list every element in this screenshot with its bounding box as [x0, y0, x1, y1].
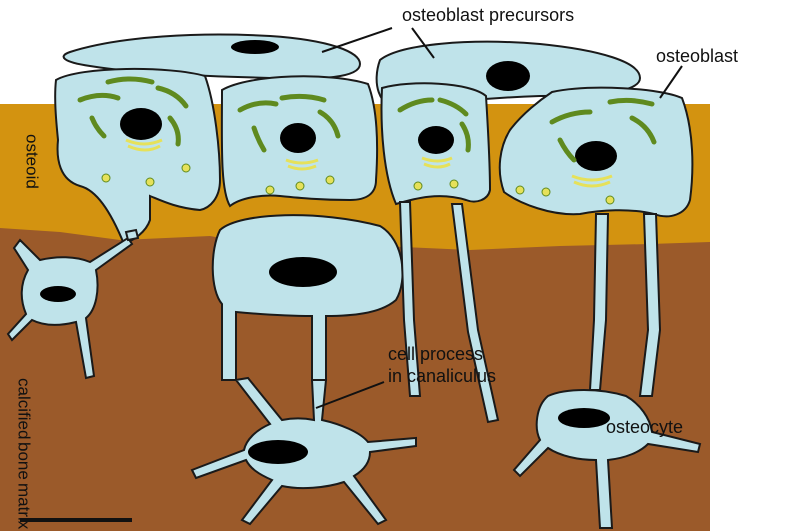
osteoblast-precursors-label: osteoblast precursors	[402, 6, 574, 26]
cell-process-line-1: cell process	[388, 344, 496, 366]
osteoid-label: osteoid	[22, 134, 41, 189]
left-osteocyte-nucleus	[40, 286, 76, 302]
embedded-osteocyte-nucleus	[269, 257, 337, 287]
osteoblast-nucleus-4	[575, 141, 617, 171]
bottom-osteocyte-nucleus	[248, 440, 308, 464]
cell-process-line-2: in canaliculus	[388, 366, 496, 388]
osteoblast-label: osteoblast	[656, 47, 738, 67]
calcified-bone-matrix-label: calcified bone matrix	[14, 378, 33, 530]
osteoblast-nucleus-2	[280, 123, 316, 153]
precursor-nucleus-2	[486, 61, 530, 91]
matrix-word: matrix	[14, 483, 33, 529]
scale-bar	[20, 518, 132, 522]
bone-word: bone	[14, 442, 33, 480]
cell-process-label: cell process in canaliculus	[388, 344, 496, 387]
osteoblast-nucleus-1	[120, 108, 162, 140]
right-osteocyte-nucleus	[558, 408, 610, 428]
precursor-nucleus-1	[231, 40, 279, 54]
osteoblast-nucleus-3	[418, 126, 454, 154]
calcified-word: calcified	[14, 378, 33, 439]
osteocyte-label: osteocyte	[606, 418, 683, 438]
